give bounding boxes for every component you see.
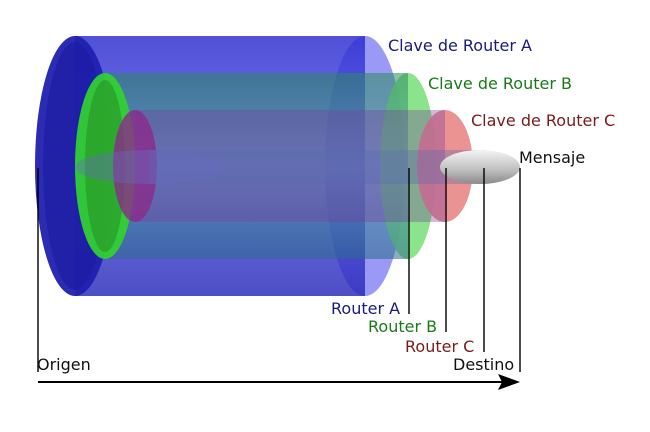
label-destination: Destino	[453, 355, 514, 374]
label-router-b: Router B	[368, 317, 437, 336]
label-key-router-a: Clave de Router A	[388, 36, 532, 55]
label-router-c: Router C	[405, 337, 474, 356]
label-origin: Origen	[37, 355, 91, 374]
arrow-head-icon	[498, 374, 520, 390]
label-key-router-c: Clave de Router C	[471, 111, 615, 130]
message-capsule	[75, 150, 520, 184]
label-router-a: Router A	[331, 299, 400, 318]
cylinder-router-c	[113, 110, 473, 222]
route-arrow	[38, 374, 520, 390]
marker-lines	[37, 168, 521, 372]
label-message: Mensaje	[519, 148, 585, 167]
label-key-router-b: Clave de Router B	[428, 74, 572, 93]
